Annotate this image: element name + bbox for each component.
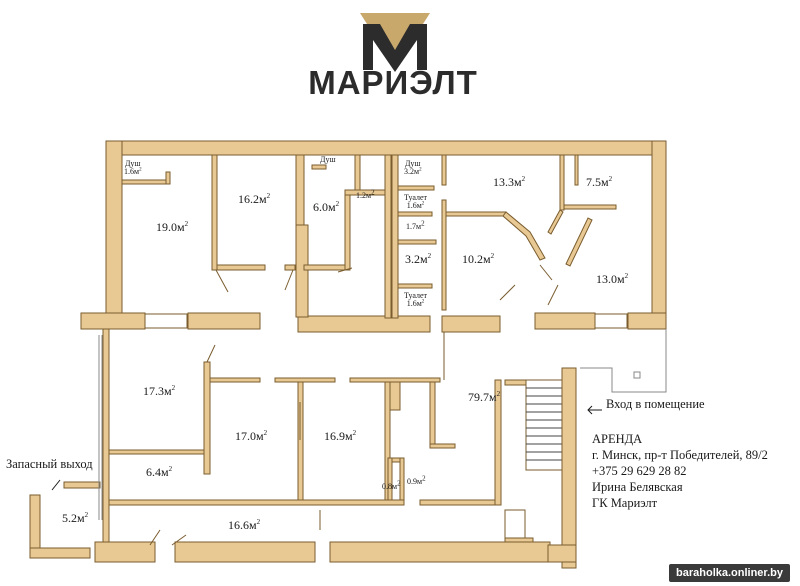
room-area-0-8: 0.8м2 bbox=[382, 479, 401, 491]
entrance-label: Вход в помещение bbox=[606, 397, 705, 411]
room-area-16-6: 16.6м2 bbox=[228, 518, 261, 532]
room-area-13: 13.0м2 bbox=[596, 272, 629, 286]
room-area-16-9: 16.9м2 bbox=[324, 429, 357, 443]
emergency-exit-label: Запасный выход bbox=[6, 457, 93, 471]
room-area-6-4: 6.4м2 bbox=[146, 465, 173, 479]
room-area-19: 19.0м2 bbox=[156, 220, 189, 234]
windows bbox=[144, 313, 628, 329]
room-area-6: 6.0м2 bbox=[313, 200, 340, 214]
room-area-17: 17.0м2 bbox=[235, 429, 268, 443]
room-area-79-7: 79.7м2 bbox=[468, 390, 501, 404]
entrance-arrow bbox=[587, 405, 602, 415]
room-area-13-3: 13.3м2 bbox=[493, 175, 526, 189]
info-company: ГК Мариэлт bbox=[592, 496, 658, 510]
watermark: baraholka.onliner.by bbox=[669, 564, 790, 582]
room-area-3-2: 3.2м2 bbox=[405, 252, 432, 266]
brand-name: МАРИЭЛТ bbox=[308, 64, 478, 101]
exit-arrow bbox=[51, 479, 61, 491]
room-area-5-2: 5.2м2 bbox=[62, 511, 89, 525]
rental-info: АРЕНДА г. Минск, пр-т Победителей, 89/2 … bbox=[592, 431, 768, 511]
info-contact-name: Ирина Белявская bbox=[592, 480, 683, 494]
room-area-17-3: 17.3м2 bbox=[143, 384, 176, 398]
room-area-7-5: 7.5м2 bbox=[586, 175, 613, 189]
room-area-1-2: 1.2м2 bbox=[356, 188, 375, 200]
info-heading: АРЕНДА bbox=[592, 432, 643, 446]
info-phone: +375 29 629 28 82 bbox=[592, 464, 687, 478]
walls bbox=[29, 140, 667, 569]
brand-logo-mark bbox=[360, 13, 430, 72]
room-area-1-7: 1.7м2 bbox=[406, 219, 425, 231]
info-address: г. Минск, пр-т Победителей, 89/2 bbox=[592, 448, 768, 462]
room-shower-2: Душ bbox=[320, 155, 336, 164]
room-area-10-2: 10.2м2 bbox=[462, 252, 495, 266]
room-area-16-2: 16.2м2 bbox=[238, 192, 271, 206]
room-area-0-9: 0.9м2 bbox=[407, 474, 426, 486]
